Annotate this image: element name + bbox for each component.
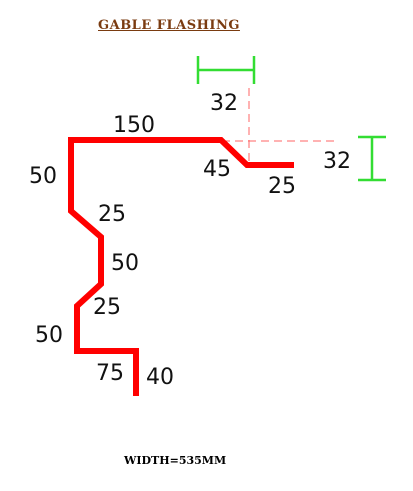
dim-bottom-75: 75 [96,361,124,386]
dim-diag-25-upper: 25 [98,202,126,227]
dim-drop-40: 40 [146,365,174,390]
dim-vert-50: 50 [111,251,139,276]
dim-left-50-upper: 50 [29,164,57,189]
dim-right-offset: 32 [323,149,351,174]
diagram-title: GABLE FLASHING [98,18,240,33]
dim-return-25: 25 [268,174,296,199]
right-dimension-bracket [358,135,386,182]
dim-top-length: 150 [113,113,155,138]
width-label: WIDTH=535MM [124,454,227,467]
dim-bend-45: 45 [203,157,231,182]
dim-diag-25-lower: 25 [93,295,121,320]
dim-left-50-lower: 50 [35,323,63,348]
top-dimension-bracket [196,56,256,84]
flashing-profile [68,137,294,396]
dim-top-offset: 32 [210,91,238,116]
